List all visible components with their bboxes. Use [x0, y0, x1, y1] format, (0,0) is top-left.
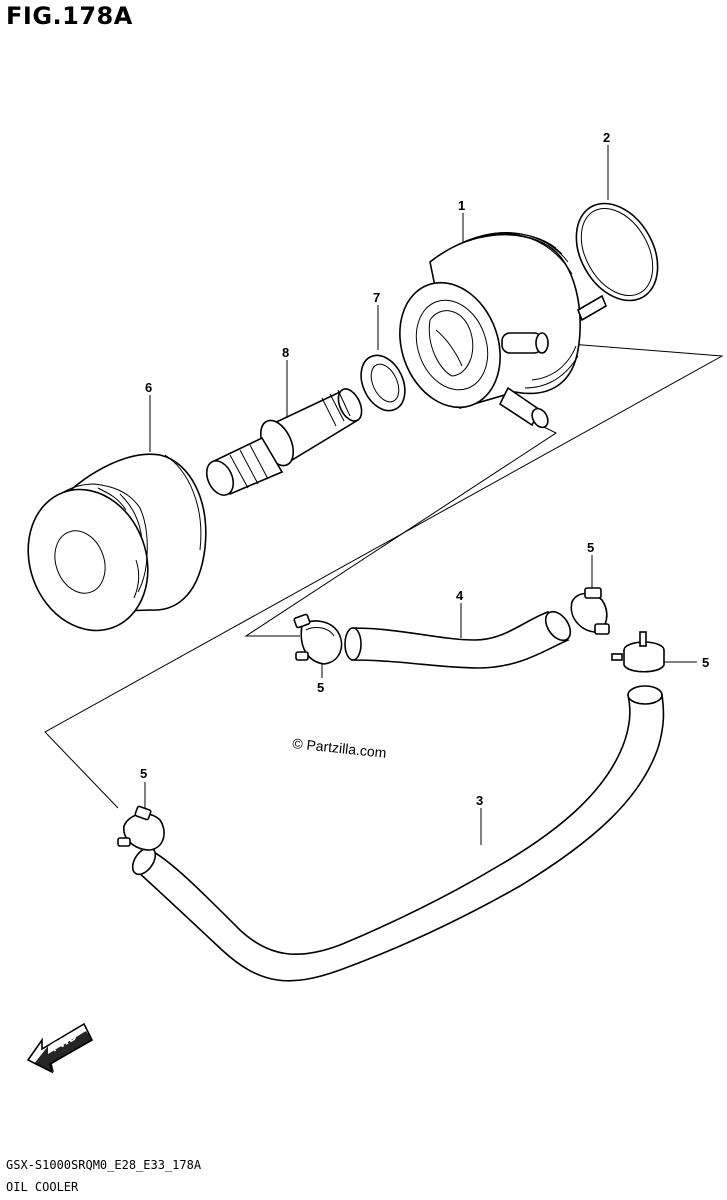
callout-5-upper-right: 5: [587, 540, 594, 555]
figure-title: FIG.178A: [6, 2, 133, 30]
hose-part-4: [344, 610, 572, 669]
callout-5-middle: 5: [317, 680, 324, 695]
oil-cooler-part-1: [399, 232, 607, 429]
callout-3: 3: [476, 793, 483, 808]
watermark: © Partzilla.com: [292, 735, 387, 761]
clamp-part-5-c: [611, 631, 665, 673]
callout-7: 7: [373, 290, 380, 305]
callout-6: 6: [145, 380, 152, 395]
callout-2: 2: [603, 130, 610, 145]
section-name: OIL COOLER: [6, 1180, 79, 1194]
callouts: 1 2 3 4 5 5 5 5 6 7 8: [140, 130, 709, 808]
callout-1: 1: [458, 198, 465, 213]
callout-8: 8: [282, 345, 289, 360]
o-ring-part-2: [575, 202, 659, 302]
gasket-part-7: [360, 354, 406, 412]
fwd-arrow-icon: FWD: [26, 1022, 94, 1074]
oil-filter-part-6: [27, 453, 207, 632]
callout-5-lower-left: 5: [140, 766, 147, 781]
leader-lines: [44, 145, 724, 845]
callout-4: 4: [456, 588, 464, 603]
clamp-part-5-d: [117, 805, 165, 851]
hose-part-3: [131, 685, 665, 982]
model-code: GSX-S1000SRQM0_E28_E33_178A: [6, 1158, 202, 1172]
union-bolt-part-8: [205, 388, 363, 496]
clamp-part-5-b: [570, 587, 610, 635]
clamp-part-5-a: [293, 613, 343, 665]
callout-5-right: 5: [702, 655, 709, 670]
